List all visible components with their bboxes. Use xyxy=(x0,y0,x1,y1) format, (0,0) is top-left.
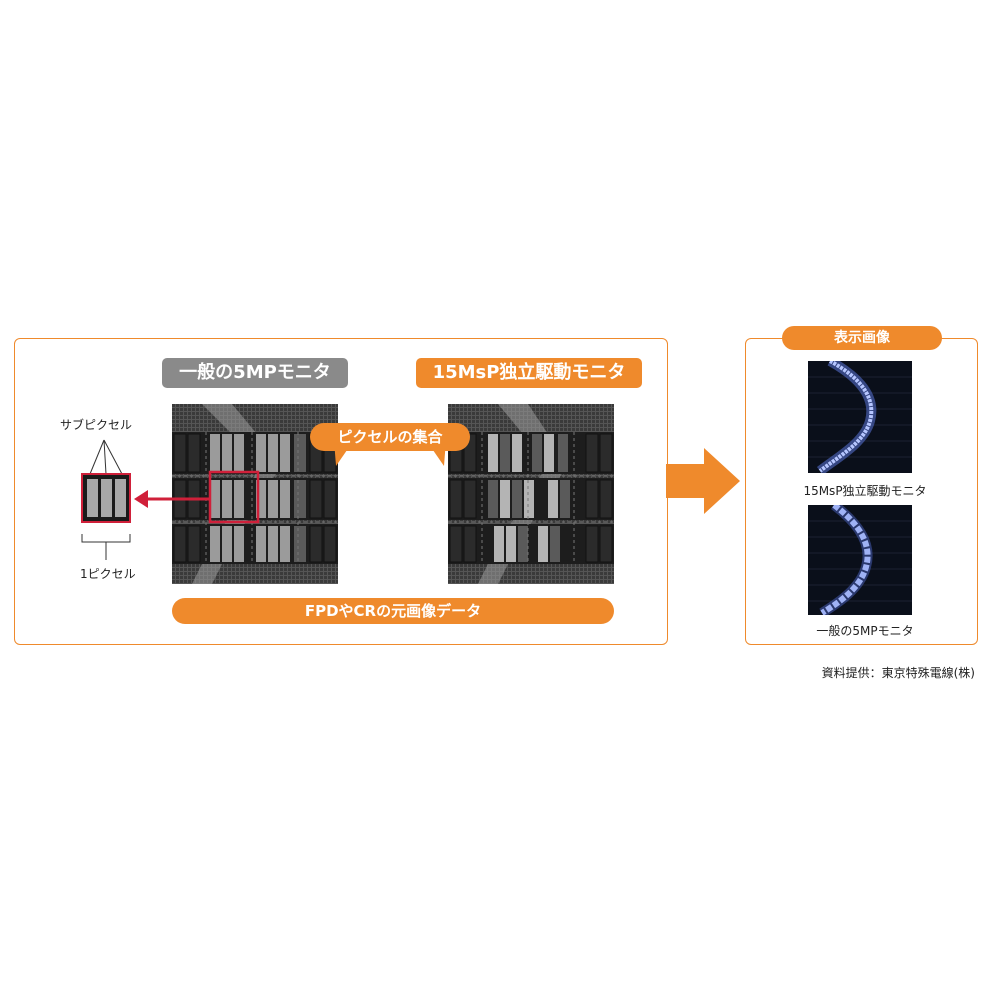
display-image-label: 表示画像 xyxy=(782,326,942,350)
general-5mp-pixel-grid xyxy=(172,404,338,584)
one-pixel-label: 1ピクセル xyxy=(80,567,136,581)
display-15msp-image xyxy=(808,361,912,473)
independent-15msp-title: 15MsP独立駆動モニタ xyxy=(416,358,642,388)
arrow-right-icon xyxy=(666,448,740,514)
caption-15msp: 15MsP独立駆動モニタ xyxy=(803,484,927,498)
source-data-label: FPDやCRの元画像データ xyxy=(172,598,614,624)
subpixel-zoom-diagram xyxy=(81,439,131,560)
credit-text: 資料提供：東京特殊電線(株) xyxy=(821,666,975,680)
display-5mp-image xyxy=(808,505,912,615)
independent-15msp-pixel-grid xyxy=(448,404,614,584)
pixel-aggregate-label: ピクセルの集合 xyxy=(310,423,470,451)
general-5mp-title: 一般の5MPモニタ xyxy=(162,358,348,388)
subpixel-label: サブピクセル xyxy=(60,418,133,432)
arrow-left-icon xyxy=(134,490,210,508)
caption-5mp: 一般の5MPモニタ xyxy=(816,624,914,638)
